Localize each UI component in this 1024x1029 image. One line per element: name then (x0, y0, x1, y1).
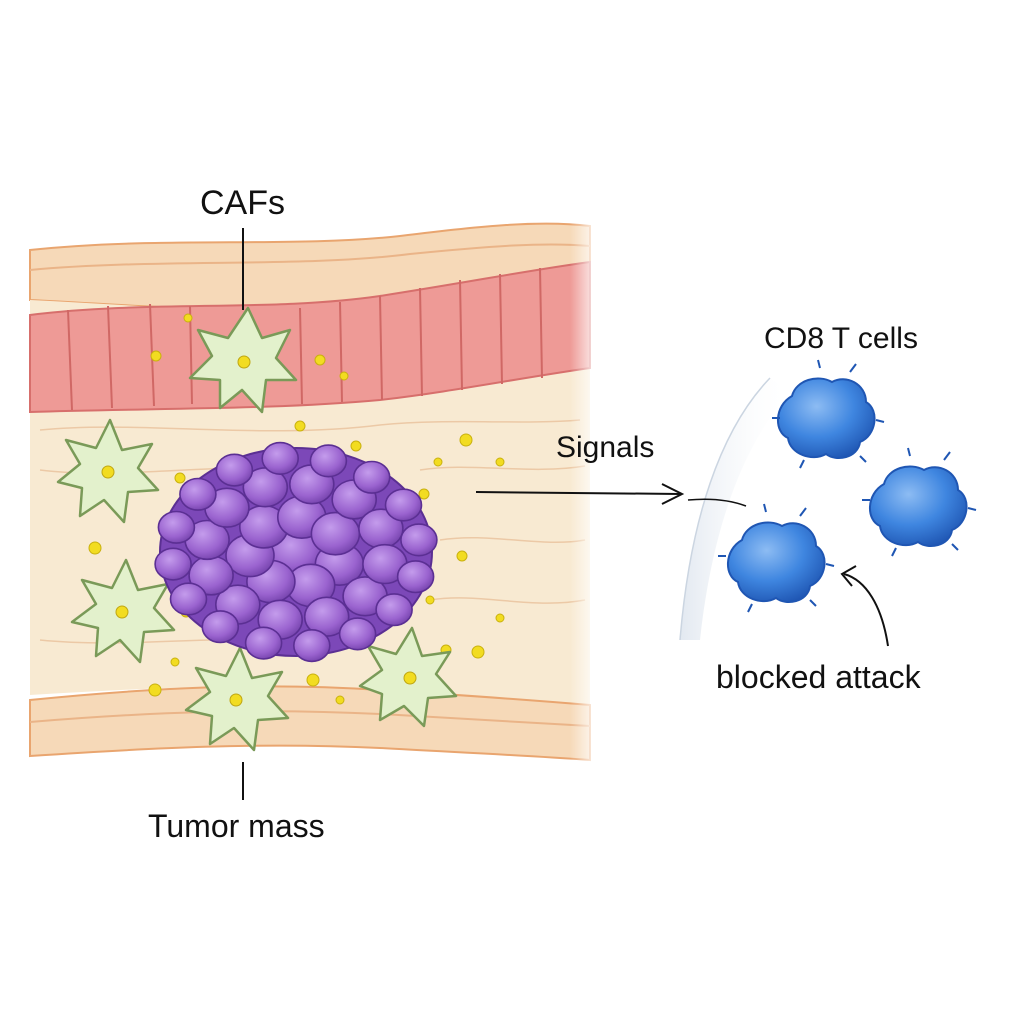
tumor-mass-label: Tumor mass (148, 808, 325, 844)
tumor-cell-lobe (400, 523, 438, 557)
t-cell (718, 503, 835, 613)
blocked-attack-label: blocked attack (716, 659, 921, 695)
tumor-cell-lobe (169, 582, 208, 616)
tumor-cell-lobe (157, 510, 196, 544)
blocked-attack-arrow (840, 565, 889, 647)
tumor-mass (154, 441, 438, 663)
barrier-arc (680, 378, 790, 640)
tumor-cell-lobe (215, 453, 254, 487)
cd8-t-cells-label: CD8 T cells (764, 322, 918, 355)
tumor-cell-lobe (375, 593, 413, 627)
tumor-cell-lobe (396, 560, 435, 594)
tumor-cell-lobe (201, 610, 240, 644)
tumor-cell-lobe (309, 444, 348, 478)
tumor-cell-lobe (244, 626, 283, 660)
signals-arrow (475, 483, 747, 507)
signals-label: Signals (556, 431, 655, 464)
tumor-cell-lobe (292, 628, 331, 663)
barrier-arc-outline (679, 377, 771, 641)
caf-cells (56, 306, 458, 752)
tumor-cell-lobe (154, 547, 192, 581)
tumor-cell-lobe (261, 441, 300, 476)
t-cell (772, 359, 885, 469)
cafs-label: CAFs (200, 184, 285, 222)
tumor-lobes (154, 441, 438, 663)
t-cell (862, 447, 977, 557)
tumor-cell-lobe (179, 477, 217, 511)
tumor-cell-lobe (338, 617, 377, 651)
cd8-t-cells (718, 359, 977, 613)
tumor-cell-lobe (352, 460, 391, 494)
tumor-cell-lobe (384, 488, 423, 522)
